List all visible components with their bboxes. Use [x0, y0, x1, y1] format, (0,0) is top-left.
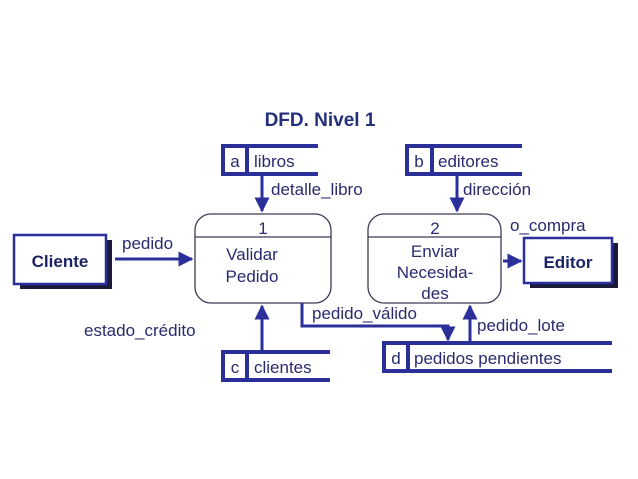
data-store-b: b editores [405, 144, 522, 176]
flow-direccion: dirección [449, 174, 531, 213]
entity-cliente-label: Cliente [32, 252, 89, 271]
flow-pedido-valido-label: pedido_válido [312, 304, 417, 323]
flow-pedido-lote-label: pedido_lote [477, 316, 565, 335]
flow-pedido-lote: pedido_lote [462, 304, 565, 343]
entity-editor: Editor [522, 236, 618, 288]
process-1-line-2: Pedido [226, 267, 279, 286]
flow-estado-credito-label: estado_crédito [84, 321, 196, 340]
process-2: 2 Enviar Necesida- des [367, 213, 502, 304]
process-2-line-3: des [421, 284, 448, 303]
flow-detalle-libro-label: detalle_libro [271, 180, 363, 199]
diagram-title: DFD. Nivel 1 [265, 110, 376, 131]
flow-direccion-label: dirección [463, 180, 531, 199]
store-d-id: d [391, 349, 400, 368]
store-d-name: pedidos pendientes [414, 349, 561, 368]
flow-pedido-valido: pedido_válido [300, 303, 456, 342]
store-a-id: a [230, 152, 240, 171]
process-2-line-2: Necesida- [397, 263, 474, 282]
flow-estado-credito: estado_crédito [84, 304, 270, 352]
process-2-number: 2 [430, 219, 439, 238]
data-store-c: c clientes [221, 350, 330, 382]
data-store-d: d pedidos pendientes [382, 341, 612, 373]
entity-cliente: Cliente [12, 233, 112, 289]
process-1-line-1: Validar [226, 245, 278, 264]
store-a-name: libros [254, 152, 295, 171]
process-2-line-1: Enviar [411, 242, 460, 261]
store-c-id: c [231, 358, 240, 377]
flow-pedido-label: pedido [122, 234, 173, 253]
store-b-name: editores [438, 152, 498, 171]
flow-o-compra: o_compra [503, 216, 586, 269]
data-store-a: a libros [221, 144, 318, 176]
flow-pedido: pedido [115, 234, 194, 267]
process-1: 1 Validar Pedido [194, 213, 332, 304]
flow-o-compra-label: o_compra [510, 216, 586, 235]
entity-editor-label: Editor [543, 253, 592, 272]
flow-detalle-libro: detalle_libro [254, 174, 363, 213]
store-c-name: clientes [254, 358, 312, 377]
store-b-id: b [414, 152, 423, 171]
process-1-number: 1 [258, 219, 267, 238]
